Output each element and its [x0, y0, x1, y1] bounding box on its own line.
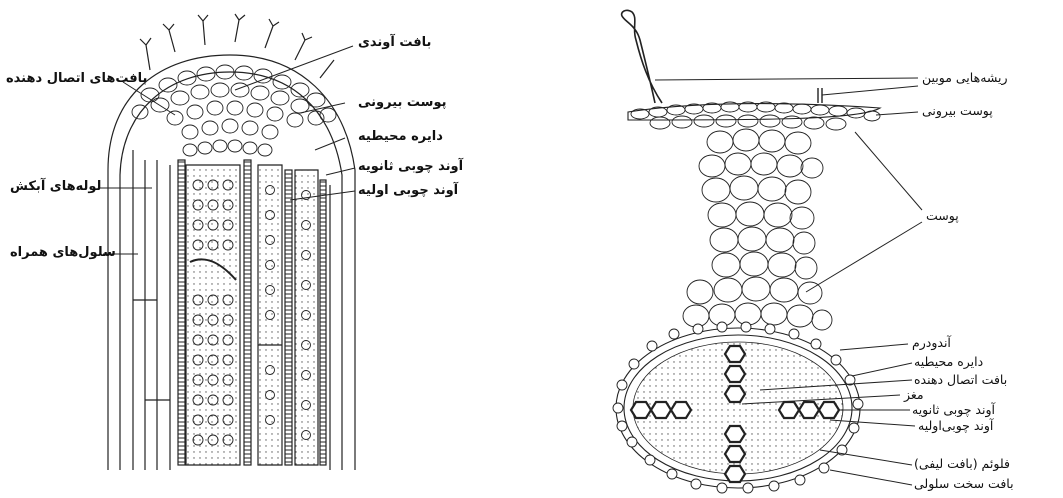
label-sieve-tubes: لوله‌های آبکش	[10, 180, 101, 193]
right-cross-section-figure	[613, 10, 922, 493]
label-root-hairs: ریشه‌هایی موبین	[922, 72, 1008, 85]
label-secondary-xylem-left: آوند چوبی ثانویه	[358, 160, 463, 173]
cortex-cells	[683, 129, 832, 330]
label-pericycle-left: دایره محیطیه	[358, 130, 443, 143]
label-endodermis: آندودرم	[912, 337, 951, 350]
label-sclerenchyma: بافت سخت سلولی	[914, 478, 1014, 491]
label-vascular-tissue: بافت آوندی	[358, 36, 431, 49]
label-primary-xylem-right: آوند چوبی‌اولیه	[918, 420, 993, 433]
label-companion-cells: سلول‌های همراه	[10, 246, 116, 259]
vessel-columns	[133, 150, 330, 470]
label-primary-xylem-left: آوند چوبی اولیه	[358, 184, 458, 197]
label-secondary-xylem-right: آوند چوبی ثانویه	[912, 404, 995, 417]
label-connective-right: بافت اتصال دهنده	[914, 374, 1007, 387]
label-epidermis-right: پوست بیرونی	[922, 105, 993, 118]
label-epidermis-left: پوست بیرونی	[358, 96, 447, 109]
label-connective-tissue: بافت‌های اتصال دهنده	[6, 72, 147, 85]
label-pith: مغز	[904, 389, 924, 402]
label-pericycle-right: دایره محیطیه	[914, 356, 983, 369]
label-cortex: پوست	[926, 210, 959, 223]
label-phloem: فلوئم (بافت لیفی)	[914, 458, 1010, 471]
